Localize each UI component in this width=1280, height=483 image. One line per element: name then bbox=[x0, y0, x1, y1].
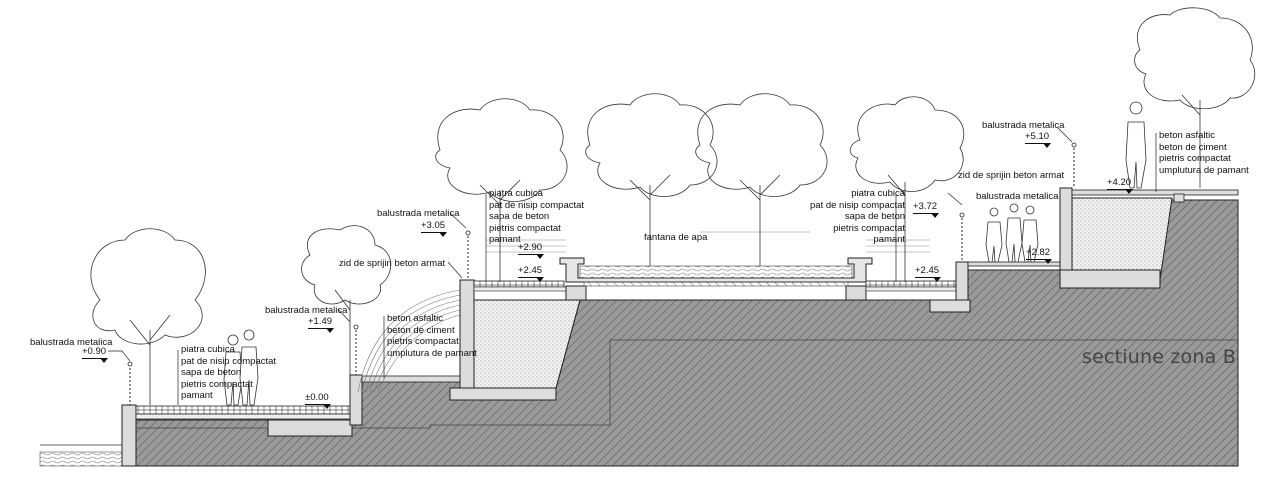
stack-asphalt-top: beton asfaltic beton de ciment pietris c… bbox=[1159, 130, 1249, 176]
stack-asphalt-mid: beton asfaltic beton de ciment pietris c… bbox=[387, 313, 477, 359]
stack-line: pietris compactat bbox=[833, 222, 906, 234]
label-balustrada-5: balustrada metalica bbox=[982, 120, 1065, 131]
stack-line: pamant bbox=[873, 234, 906, 246]
elev-090: +0.90 bbox=[82, 346, 109, 363]
elev-510: +5.10 bbox=[1025, 131, 1052, 148]
elev-290: +2.90 bbox=[518, 242, 545, 259]
stack-line: piatra cubica bbox=[489, 188, 543, 199]
right-wall bbox=[865, 261, 1069, 313]
stack-line: beton de ciment bbox=[1159, 141, 1227, 153]
elev-245b: +2.45 bbox=[915, 265, 942, 282]
drawing-title: sectiune zona B bbox=[1082, 346, 1236, 368]
arc-lines bbox=[357, 289, 461, 393]
elev-282: +2.82 bbox=[1026, 247, 1053, 264]
stack-line: sapa de beton bbox=[181, 367, 242, 379]
label-zid-2: zid de sprijin beton armat bbox=[958, 170, 1065, 181]
people bbox=[223, 101, 1147, 406]
elev-149: +1.49 bbox=[308, 316, 335, 333]
elev-372: +3.72 bbox=[913, 201, 940, 218]
stack-paving-right: piatra cubica pat de nisip compactat sap… bbox=[810, 188, 905, 246]
railings bbox=[129, 148, 1075, 405]
top-wall bbox=[1059, 187, 1239, 289]
label-balustrada-2: balustrada metalica bbox=[265, 305, 348, 316]
stack-line: pamant bbox=[489, 234, 521, 246]
stack-line: sapa de beton bbox=[844, 211, 906, 223]
elev-245a: +2.45 bbox=[518, 265, 545, 282]
label-zid-1: zid de sprijin beton armat bbox=[339, 258, 446, 269]
stack-line: pat de nisip compactat bbox=[810, 199, 906, 211]
stack-line: pat de nisip compactat bbox=[489, 199, 585, 211]
stack-line: beton de ciment bbox=[387, 324, 455, 336]
stack-paving-upper: piatra cubica pat de nisip compactat sap… bbox=[489, 188, 584, 246]
leaders bbox=[108, 127, 1157, 405]
stack-line: umplutura de pamant bbox=[387, 347, 477, 359]
stack-line: pamant bbox=[181, 390, 213, 402]
stack-line: pietris compactat bbox=[181, 378, 253, 390]
stack-line: beton asfaltic bbox=[387, 313, 443, 324]
stack-line: pietris compactat bbox=[489, 222, 561, 234]
elev-000: ±0.00 bbox=[305, 392, 331, 409]
lower-wall bbox=[121, 404, 353, 467]
stack-line: pietris compactat bbox=[1159, 153, 1231, 165]
label-balustrada-1: balustrada metalica bbox=[30, 337, 113, 348]
fountain bbox=[486, 231, 930, 301]
stack-line: umplutura de pamant bbox=[1159, 164, 1249, 176]
stack-line: sapa de beton bbox=[489, 211, 550, 223]
label-fantana: fantana de apa bbox=[644, 232, 708, 243]
stack-line: pat de nisip compactat bbox=[181, 355, 277, 367]
trees bbox=[90, 7, 1256, 405]
stack-paving-low: piatra cubica pat de nisip compactat sap… bbox=[181, 344, 276, 402]
upper-wall bbox=[449, 279, 581, 401]
elev-420: +4.20 bbox=[1107, 177, 1134, 194]
stack-line: beton asfaltic bbox=[1159, 130, 1215, 141]
label-balustrada-4: balustrada metalica bbox=[976, 191, 1059, 202]
elev-305: +3.05 bbox=[421, 220, 448, 237]
water-left bbox=[39, 451, 123, 467]
stack-line: piatra cubica bbox=[181, 344, 235, 355]
stack-line: piatra cubica bbox=[851, 188, 906, 199]
label-balustrada-3: balustrada metalica bbox=[377, 208, 460, 219]
stack-line: pietris compactat bbox=[387, 336, 459, 348]
